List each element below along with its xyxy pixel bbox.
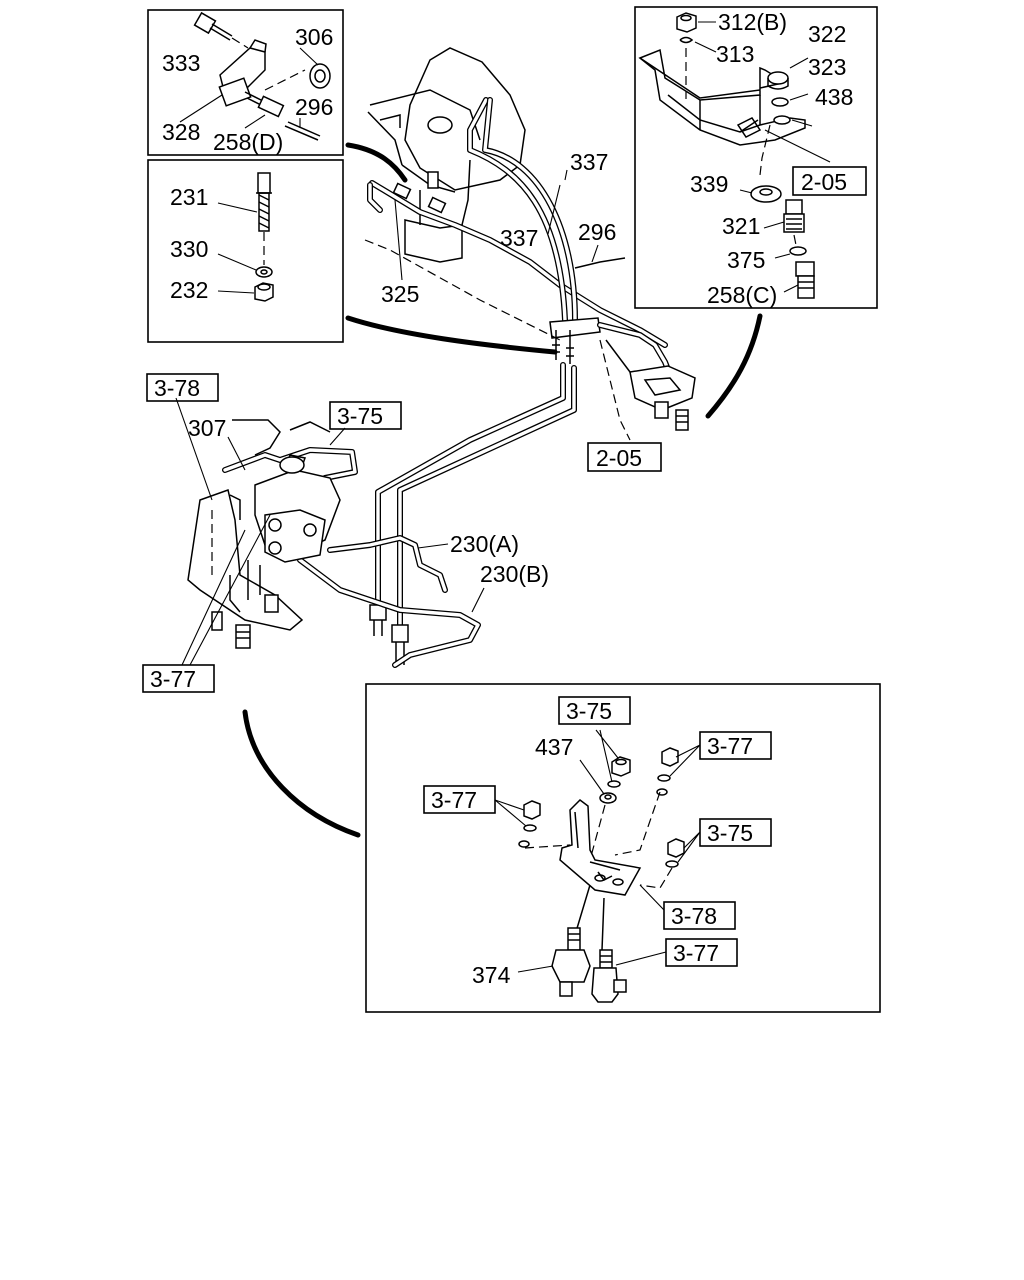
fitting-258c-icon — [795, 261, 815, 299]
ref-box-3-75-inset-right: 3-75 — [699, 818, 772, 847]
washer-438-icon — [773, 115, 791, 125]
ref-box-3-77-inset-bottom: 3-77 — [665, 938, 738, 967]
label-374: 374 — [472, 962, 511, 988]
svg-text:3-77: 3-77 — [707, 733, 753, 759]
ref-box-3-77-inset-right-top: 3-77 — [699, 731, 772, 760]
washer-437-top-icon — [607, 780, 621, 788]
label-339: 339 — [690, 171, 728, 197]
main-assembly-upper: 325 337 337 296 — [364, 47, 668, 441]
ref-box-3-77-inset-left: 3-77 — [423, 785, 496, 814]
svg-text:3-78: 3-78 — [154, 375, 200, 401]
label-230b: 230(B) — [480, 561, 549, 587]
svg-text:3-78: 3-78 — [671, 903, 717, 929]
ref-box-3-78-top: 3-78 — [146, 373, 219, 402]
label-337-top: 337 — [570, 149, 608, 175]
inset-top-right-bracket: 312(B) 313 322 323 438 339 321 375 258(C… — [634, 6, 878, 309]
washer-323-icon — [771, 97, 789, 107]
callout-arc-1 — [345, 142, 408, 183]
label-438: 438 — [815, 84, 853, 110]
label-323: 323 — [808, 54, 846, 80]
ref-box-2-05-top: 2-05 — [792, 166, 867, 196]
svg-text:3-77: 3-77 — [431, 787, 477, 813]
nut-312b-icon — [676, 12, 697, 33]
label-330: 330 — [170, 236, 208, 262]
cap-322-icon — [767, 71, 789, 90]
fitting-321-icon — [783, 199, 805, 233]
label-258c: 258(C) — [707, 282, 777, 308]
label-296-inset: 296 — [295, 94, 333, 120]
grommet-306-icon — [309, 63, 331, 89]
ref-box-3-77-left: 3-77 — [142, 664, 215, 693]
label-328: 328 — [162, 119, 200, 145]
label-306: 306 — [295, 24, 333, 50]
label-230a: 230(A) — [450, 531, 519, 557]
stud-231-icon — [256, 172, 272, 232]
bolt-333-icon — [193, 11, 233, 41]
label-231: 231 — [170, 184, 208, 210]
inset-top-left-bracket: 333 306 328 258(D) 296 — [147, 9, 344, 156]
label-258d: 258(D) — [213, 129, 283, 155]
valve-assembly-right: 2-05 — [587, 322, 696, 472]
label-312b: 312(B) — [718, 9, 787, 35]
label-232: 232 — [170, 277, 208, 303]
svg-text:2-05: 2-05 — [801, 169, 847, 195]
nut-3-75-top-icon — [611, 756, 631, 777]
label-322: 322 — [808, 21, 846, 47]
tee-fitting-374-icon — [551, 927, 591, 997]
washer-375-icon — [789, 246, 807, 256]
label-296-main: 296 — [578, 219, 616, 245]
label-325: 325 — [381, 281, 419, 307]
svg-text:3-77: 3-77 — [673, 940, 719, 966]
label-337-mid: 337 — [500, 225, 538, 251]
callout-arc-4 — [242, 709, 361, 838]
svg-text:3-77: 3-77 — [150, 666, 196, 692]
inset-bottom-bracket: 437 374 3-75 3-77 3-77 3-75 3-78 3-77 — [365, 683, 881, 1013]
washer-437-icon — [599, 792, 617, 804]
svg-text:3-75: 3-75 — [337, 403, 383, 429]
label-321: 321 — [722, 213, 760, 239]
callout-arc-3 — [705, 313, 763, 419]
label-437: 437 — [535, 734, 573, 760]
tee-fitting-3-77-icon — [591, 949, 627, 1003]
master-cylinder-assembly: 307 3-78 3-75 3-77 — [142, 373, 402, 693]
brake-lines: 230(A) 230(B) — [297, 362, 577, 668]
ref-box-3-75-inset-top: 3-75 — [558, 696, 631, 725]
label-313: 313 — [716, 41, 754, 67]
ref-box-2-05-bottom: 2-05 — [587, 442, 662, 472]
label-307: 307 — [188, 415, 226, 441]
callout-arc-2 — [345, 315, 558, 355]
inset-stud-nut: 231 330 232 — [147, 159, 344, 343]
nut-232-icon — [254, 282, 274, 302]
label-375: 375 — [727, 247, 765, 273]
ref-box-3-75-top: 3-75 — [329, 401, 402, 430]
ref-box-3-78-inset: 3-78 — [663, 901, 736, 930]
svg-text:3-75: 3-75 — [566, 698, 612, 724]
washer-330-icon — [255, 266, 273, 278]
label-333: 333 — [162, 50, 200, 76]
grommet-339-icon — [750, 185, 782, 203]
svg-text:2-05: 2-05 — [596, 445, 642, 471]
svg-text:3-75: 3-75 — [707, 820, 753, 846]
